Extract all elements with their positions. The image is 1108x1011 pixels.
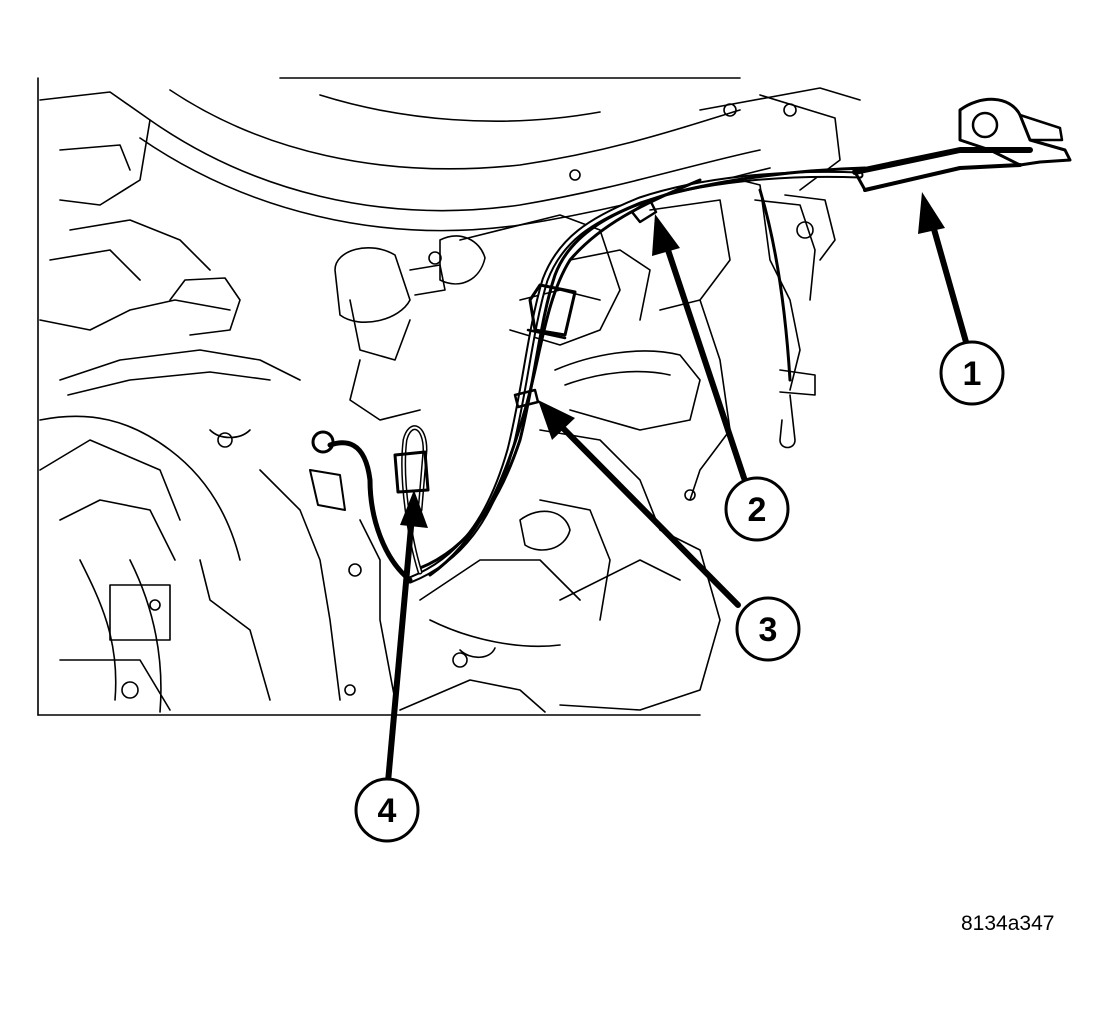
callout-circles: [354, 340, 1005, 843]
callout-label-2: 2: [748, 491, 767, 529]
callout-circle-2: [724, 476, 790, 542]
arrowhead-3: [538, 400, 575, 440]
arrowhead-4: [400, 490, 428, 528]
callout-leaders: [385, 205, 969, 785]
callout-circle-1: [939, 340, 1005, 406]
battery-cable-harness: [309, 97, 1072, 584]
callout-label-3: 3: [759, 611, 778, 649]
arrowhead-2: [652, 214, 680, 256]
engine-linework: [37, 77, 861, 716]
callout-label-1: 1: [963, 355, 982, 393]
arrowhead-1: [918, 192, 945, 234]
callout-circle-3: [735, 596, 801, 662]
arrowheads: [400, 192, 945, 528]
callout-label-4: 4: [378, 792, 397, 830]
callout-circle-4: [354, 777, 420, 843]
figure-id: 8134a347: [961, 912, 1055, 935]
